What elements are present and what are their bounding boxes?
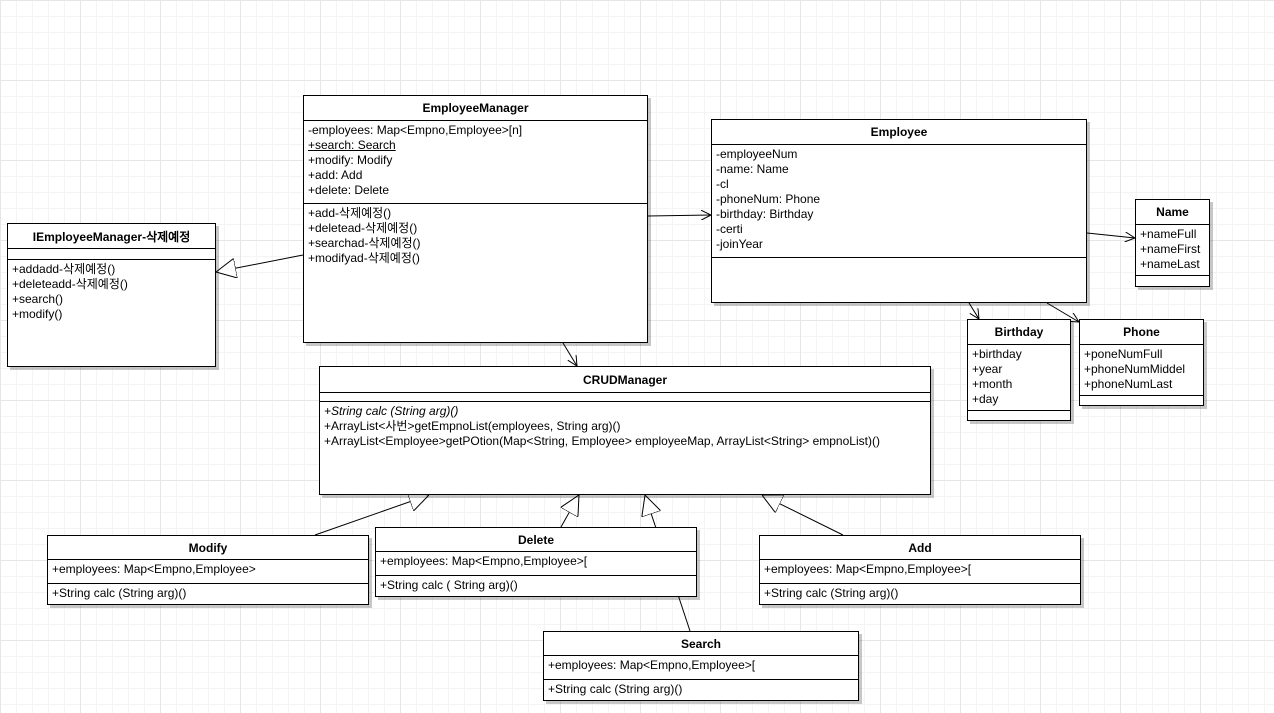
method: +String calc (String arg)() — [324, 404, 459, 418]
class-modify[interactable]: Modify +employees: Map<Empno,Employee> +… — [47, 535, 369, 605]
methods-section — [968, 411, 1070, 415]
attribute: +day — [972, 392, 999, 406]
attribute: -joinYear — [716, 237, 763, 251]
attribute: +birthday — [972, 347, 1022, 361]
attributes-section: +employees: Map<Empno,Employee>[ — [376, 552, 696, 576]
attributes-section: +birthday +year +month +day — [968, 345, 1070, 411]
attribute: +modify: Modify — [308, 153, 393, 167]
class-name: IEmployeeManager-삭제예정 — [8, 224, 215, 249]
method: +String calc ( String arg)() — [380, 578, 518, 592]
association-edge-employee-birthday[interactable] — [968, 302, 979, 319]
class-name: Phone — [1080, 320, 1203, 345]
attribute: -employeeNum — [716, 147, 798, 161]
attribute: +poneNumFull — [1084, 347, 1163, 361]
class-name: CRUDManager — [320, 367, 930, 393]
class-name: Birthday — [968, 320, 1070, 345]
attributes-section: +poneNumFull +phoneNumMiddel +phoneNumLa… — [1080, 345, 1203, 396]
generalization-edge-add-crudmanager[interactable] — [762, 495, 844, 536]
method: +search() — [12, 292, 64, 306]
class-birthday[interactable]: Birthday +birthday +year +month +day — [967, 319, 1071, 421]
attribute: -birthday: Birthday — [716, 207, 814, 221]
method: +ArrayList<Employee>getPOtion(Map<String… — [324, 434, 880, 448]
attributes-section: +employees: Map<Empno,Employee>[ — [760, 560, 1080, 584]
association-edge-employee-name[interactable] — [1086, 233, 1135, 238]
attribute: -name: Name — [716, 162, 789, 176]
association-edge-employee-phone[interactable] — [1046, 302, 1079, 322]
methods-section — [1080, 396, 1203, 400]
attribute: -certi — [716, 222, 743, 236]
class-name: EmployeeManager — [304, 96, 647, 121]
attributes-section — [8, 249, 215, 260]
attribute: +nameLast — [1140, 257, 1200, 271]
attributes-section: -employeeNum -name: Name -cl -phoneNum: … — [712, 145, 1086, 258]
class-add[interactable]: Add +employees: Map<Empno,Employee>[ +St… — [759, 535, 1081, 605]
attributes-section: -employees: Map<Empno,Employee>[n] +sear… — [304, 121, 647, 204]
attribute: +month — [972, 377, 1013, 391]
class-name: Modify — [48, 536, 368, 560]
methods-section: +String calc (String arg)() — [760, 584, 1080, 603]
class-name: Add — [760, 536, 1080, 560]
class-name: Search — [544, 632, 858, 656]
methods-section: +String calc ( String arg)() — [376, 576, 696, 595]
attributes-section — [320, 393, 930, 402]
attribute: +phoneNumMiddel — [1084, 362, 1186, 376]
method: +String calc (String arg)() — [764, 586, 899, 600]
method: +deletead-삭제예정() — [308, 221, 418, 235]
method: +modifyad-삭제예정() — [308, 251, 420, 265]
class-name-box[interactable]: Name +nameFull +nameFirst +nameLast — [1135, 199, 1210, 287]
realization-edge-employeemanager-iemployeemanager[interactable] — [216, 254, 304, 272]
methods-section: +String calc (String arg)() — [544, 680, 858, 699]
attribute: +add: Add — [308, 168, 363, 182]
attribute: -phoneNum: Phone — [716, 192, 821, 206]
class-name: Employee — [712, 120, 1086, 145]
methods-section — [1136, 276, 1209, 280]
class-phone[interactable]: Phone +poneNumFull +phoneNumMiddel +phon… — [1079, 319, 1204, 406]
attribute: +phoneNumLast — [1084, 377, 1173, 391]
methods-section: +add-삭제예정() +deletead-삭제예정() +searchad-삭… — [304, 204, 647, 268]
attribute: +search: Search — [308, 138, 396, 152]
class-employee[interactable]: Employee -employeeNum -name: Name -cl -p… — [711, 119, 1087, 303]
method: +modify() — [12, 307, 63, 321]
attributes-section: +employees: Map<Empno,Employee>[ — [544, 656, 858, 680]
methods-section: +String calc (String arg)() +ArrayList<사… — [320, 402, 930, 451]
methods-section: +addadd-삭제예정() +deleteadd-삭제예정() +search… — [8, 260, 215, 324]
methods-section: +String calc (String arg)() — [48, 584, 368, 603]
generalization-edge-delete-crudmanager[interactable] — [561, 495, 579, 528]
methods-section — [712, 258, 1086, 262]
class-name: Name — [1136, 200, 1209, 225]
attribute: +employees: Map<Empno,Employee>[ — [764, 562, 972, 576]
attribute: -employees: Map<Empno,Employee>[n] — [308, 123, 523, 137]
attributes-section: +nameFull +nameFirst +nameLast — [1136, 225, 1209, 276]
attribute: +employees: Map<Empno,Employee> — [52, 562, 256, 576]
method: +deleteadd-삭제예정() — [12, 277, 128, 291]
method: +String calc (String arg)() — [52, 586, 187, 600]
association-edge-employeemanager-crudmanager[interactable] — [562, 342, 577, 366]
method: +String calc (String arg)() — [548, 682, 683, 696]
attribute: +nameFirst — [1140, 242, 1201, 256]
association-edge-employeemanager-employee[interactable] — [647, 215, 711, 216]
class-search[interactable]: Search +employees: Map<Empno,Employee>[ … — [543, 631, 859, 701]
attribute: +employees: Map<Empno,Employee>[ — [380, 554, 588, 568]
attribute: -cl — [716, 177, 729, 191]
class-delete[interactable]: Delete +employees: Map<Empno,Employee>[ … — [375, 527, 697, 597]
attributes-section: +employees: Map<Empno,Employee> — [48, 560, 368, 584]
method: +addadd-삭제예정() — [12, 262, 116, 276]
attribute: +delete: Delete — [308, 183, 390, 197]
generalization-edge-modify-crudmanager[interactable] — [314, 495, 429, 536]
attribute: +nameFull — [1140, 227, 1197, 241]
class-name: Delete — [376, 528, 696, 552]
method: +searchad-삭제예정() — [308, 236, 421, 250]
class-employee-manager[interactable]: EmployeeManager -employees: Map<Empno,Em… — [303, 95, 648, 343]
attribute: +employees: Map<Empno,Employee>[ — [548, 658, 756, 672]
class-iemployee-manager[interactable]: IEmployeeManager-삭제예정 +addadd-삭제예정() +de… — [7, 223, 216, 367]
method: +add-삭제예정() — [308, 206, 392, 220]
method: +ArrayList<사번>getEmpnoList(employees, St… — [324, 419, 621, 433]
class-crud-manager[interactable]: CRUDManager +String calc (String arg)() … — [319, 366, 931, 495]
attribute: +year — [972, 362, 1003, 376]
